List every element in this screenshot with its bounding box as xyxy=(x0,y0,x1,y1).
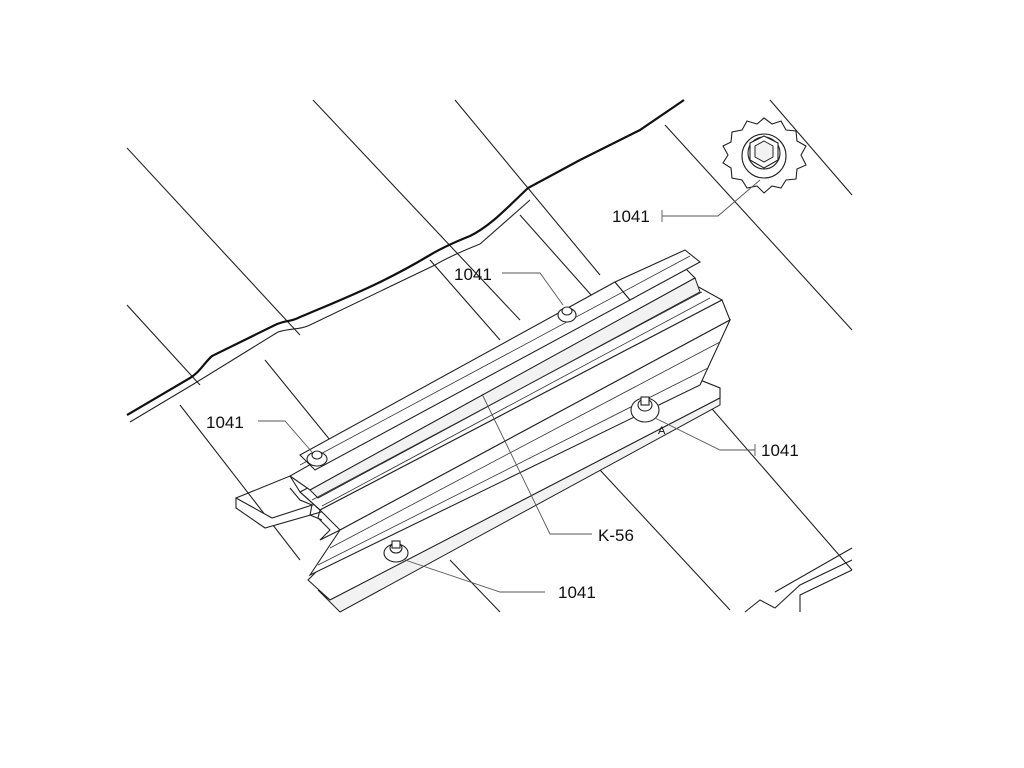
rail-k56 xyxy=(235,249,732,613)
corner-tile-detail xyxy=(744,547,853,613)
callout-point-a: A xyxy=(658,425,666,437)
callout-bolt-bottom: 1041 xyxy=(558,583,596,602)
callout-bolt-top: 1041 xyxy=(454,265,492,284)
leader-lines xyxy=(258,179,761,593)
bolt-bottom xyxy=(383,540,409,563)
bolt-detail-enlarged xyxy=(722,117,807,194)
roof-sheet-lines xyxy=(126,99,853,613)
bolt-right xyxy=(630,396,660,423)
bolt-left xyxy=(306,450,328,467)
bolt-top xyxy=(557,306,577,323)
callout-rail: K-56 xyxy=(598,526,634,545)
callout-bolt-right: 1041 xyxy=(761,441,799,460)
callout-bolt-left: 1041 xyxy=(206,413,244,432)
callout-bolt-detail: 1041 xyxy=(612,207,650,226)
roof-edge-profile xyxy=(126,99,685,423)
